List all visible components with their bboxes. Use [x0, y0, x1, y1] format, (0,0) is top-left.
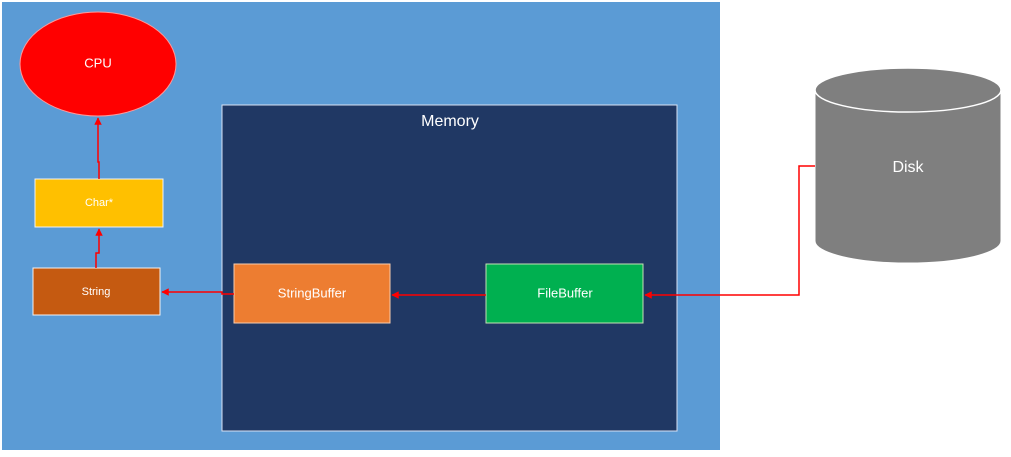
- disk-label: Disk: [892, 159, 924, 176]
- file-buffer-node: [485, 263, 644, 324]
- string-node: [32, 267, 161, 316]
- file-buffer-label: FileBuffer: [537, 285, 593, 300]
- string-buffer-node: [233, 263, 391, 324]
- char-ptr-node: [34, 178, 164, 228]
- string-label: String: [82, 286, 111, 298]
- disk-body: [814, 89, 1002, 264]
- arrow-disk-to-filebuffer: [644, 165, 815, 299]
- cpu-node: [19, 11, 177, 117]
- memory-label: Memory: [421, 113, 479, 130]
- cpu-label: CPU: [84, 55, 111, 70]
- char-ptr-label: Char*: [85, 197, 114, 209]
- disk-top: [814, 67, 1002, 113]
- string-buffer-label: StringBuffer: [278, 285, 347, 300]
- disk-node: [814, 67, 1002, 264]
- arrow-charptr-to-cpu: [94, 117, 102, 179]
- arrow-stringbuffer-to-string: [161, 288, 234, 296]
- arrow-string-to-charptr: [95, 228, 103, 268]
